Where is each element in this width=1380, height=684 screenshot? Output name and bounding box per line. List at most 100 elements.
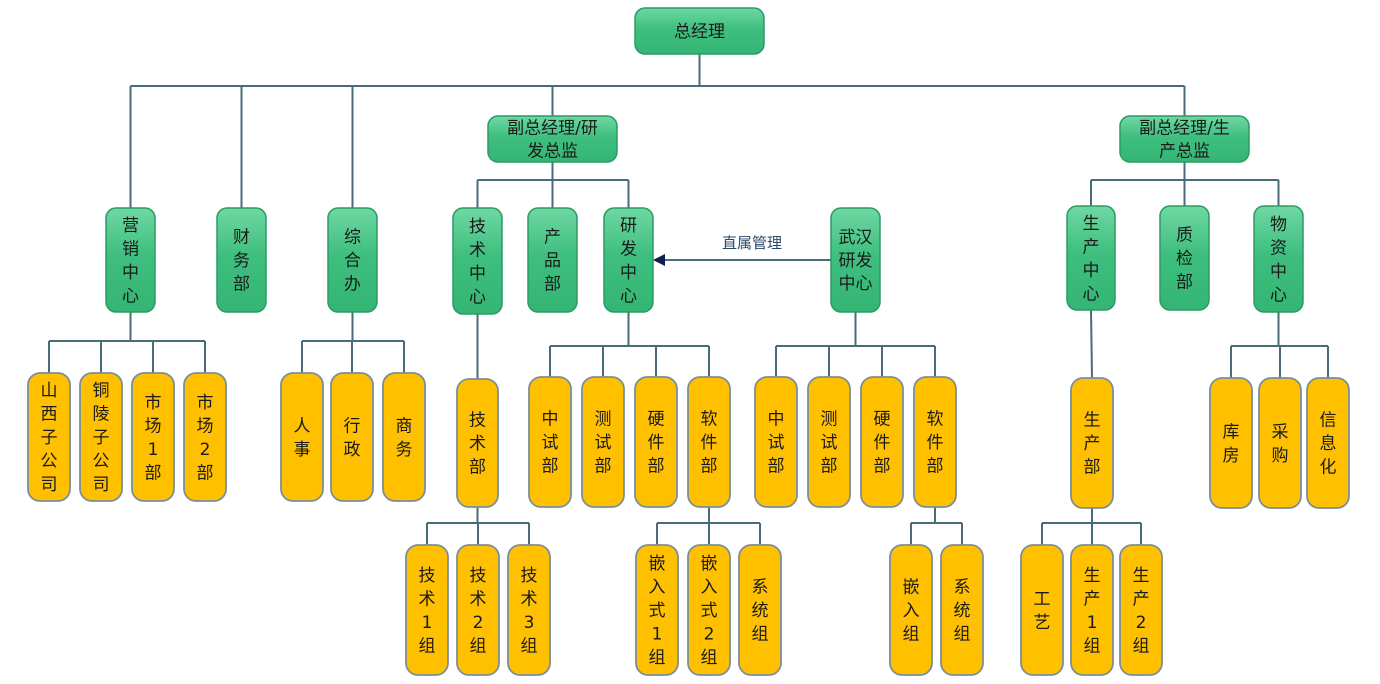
node-box-market-1 (131, 372, 175, 502)
node-label-marketing: 营销中心 (122, 216, 139, 306)
node-rd-center: 研发中心 (603, 207, 654, 313)
node-label-wh-system: 系统组 (954, 578, 971, 645)
node-label-wh-sw: 软件部 (927, 410, 944, 477)
node-label-rd-sw: 软件部 (701, 410, 718, 477)
node-general-office: 综合办 (327, 207, 378, 313)
node-box-ceo (634, 7, 765, 55)
node-box-qc-dept (1159, 205, 1210, 311)
node-box-warehouse (1209, 377, 1253, 509)
node-box-vp-rd (487, 115, 618, 163)
node-finance: 财务部 (216, 207, 267, 313)
node-box-system-group (738, 544, 782, 676)
node-wuhan-rd: 武汉研发中心 (830, 207, 881, 313)
node-warehouse: 库房 (1209, 377, 1253, 509)
node-box-wh-embedded (889, 544, 933, 676)
node-label-rd-center: 研发中心 (620, 216, 637, 306)
node-box-materials-center (1253, 205, 1304, 313)
node-tech-dept: 技术部 (456, 378, 499, 508)
node-wh-system: 系统组 (940, 544, 984, 676)
node-box-finance (216, 207, 267, 313)
node-box-wuhan-rd (830, 207, 881, 313)
node-label-tech-dept: 技术部 (469, 411, 486, 478)
node-rd-hw: 硬件部 (634, 376, 678, 508)
node-production-dept: 生产部 (1070, 377, 1114, 509)
node-box-purchasing (1258, 377, 1302, 509)
node-wh-sw: 软件部 (913, 376, 957, 508)
node-label-vp-rd: 副总经理/研发总监 (507, 118, 598, 161)
node-box-shanxi-sub (27, 372, 71, 502)
node-label-ceo: 总经理 (674, 22, 725, 42)
direct-management-arrow: 直属管理 (653, 234, 831, 266)
node-box-wh-test (807, 376, 851, 508)
node-box-production-1 (1070, 544, 1114, 676)
node-box-tech-3 (507, 544, 551, 676)
node-rd-sw: 软件部 (687, 376, 731, 508)
node-wh-hw: 硬件部 (860, 376, 904, 508)
node-box-wh-pilot (754, 376, 798, 508)
node-box-market-2 (183, 372, 227, 502)
node-rd-test: 测试部 (581, 376, 625, 508)
node-tongling-sub: 铜陵子公司 (79, 372, 123, 502)
node-label-wh-hw: 硬件部 (874, 410, 891, 477)
node-box-hr (280, 372, 324, 502)
connector-lines (48, 54, 1329, 545)
node-label-craft: 工艺 (1034, 589, 1051, 633)
node-box-tech-1 (405, 544, 449, 676)
node-label-wuhan-rd: 武汉研发中心 (839, 228, 873, 294)
node-label-wh-test: 测试部 (821, 410, 838, 477)
node-box-tech-2 (456, 544, 500, 676)
node-label-wh-embedded: 嵌入组 (903, 578, 920, 645)
direct-management-label: 直属管理 (722, 234, 782, 252)
node-materials-center: 物资中心 (1253, 205, 1304, 313)
node-box-rd-sw (687, 376, 731, 508)
node-label-tech-center: 技术中心 (469, 217, 486, 307)
node-box-wh-hw (860, 376, 904, 508)
node-tech-center: 技术中心 (452, 207, 503, 315)
node-box-production-center (1066, 205, 1116, 311)
connector-production-center-production-dept (1090, 309, 1093, 379)
node-admin: 行政 (330, 372, 374, 502)
node-rd-pilot: 中试部 (528, 376, 572, 508)
node-marketing: 营销中心 (105, 207, 156, 313)
node-box-embedded-1 (635, 544, 679, 676)
node-box-rd-test (581, 376, 625, 508)
node-it: 信息化 (1306, 377, 1350, 509)
node-wh-embedded: 嵌入组 (889, 544, 933, 676)
node-box-wh-system (940, 544, 984, 676)
node-box-wh-sw (913, 376, 957, 508)
node-label-business: 商务 (396, 416, 413, 460)
node-label-purchasing: 采购 (1272, 422, 1289, 466)
node-box-rd-hw (634, 376, 678, 508)
node-system-group: 系统组 (738, 544, 782, 676)
node-box-production-2 (1119, 544, 1163, 676)
node-box-tech-dept (456, 378, 499, 508)
node-label-rd-pilot: 中试部 (542, 410, 559, 477)
node-box-admin (330, 372, 374, 502)
node-box-tongling-sub (79, 372, 123, 502)
node-box-craft (1020, 544, 1064, 676)
node-ceo: 总经理 (634, 7, 765, 55)
node-box-embedded-2 (687, 544, 731, 676)
node-vp-rd: 副总经理/研发总监 (487, 115, 618, 163)
node-production-center: 生产中心 (1066, 205, 1116, 311)
node-label-product-dept: 产品部 (544, 228, 561, 295)
node-label-wh-pilot: 中试部 (768, 410, 785, 477)
node-vp-prod: 副总经理/生产总监 (1119, 115, 1250, 163)
node-label-shanxi-sub: 山西子公司 (41, 381, 58, 495)
node-label-rd-hw: 硬件部 (648, 410, 665, 477)
